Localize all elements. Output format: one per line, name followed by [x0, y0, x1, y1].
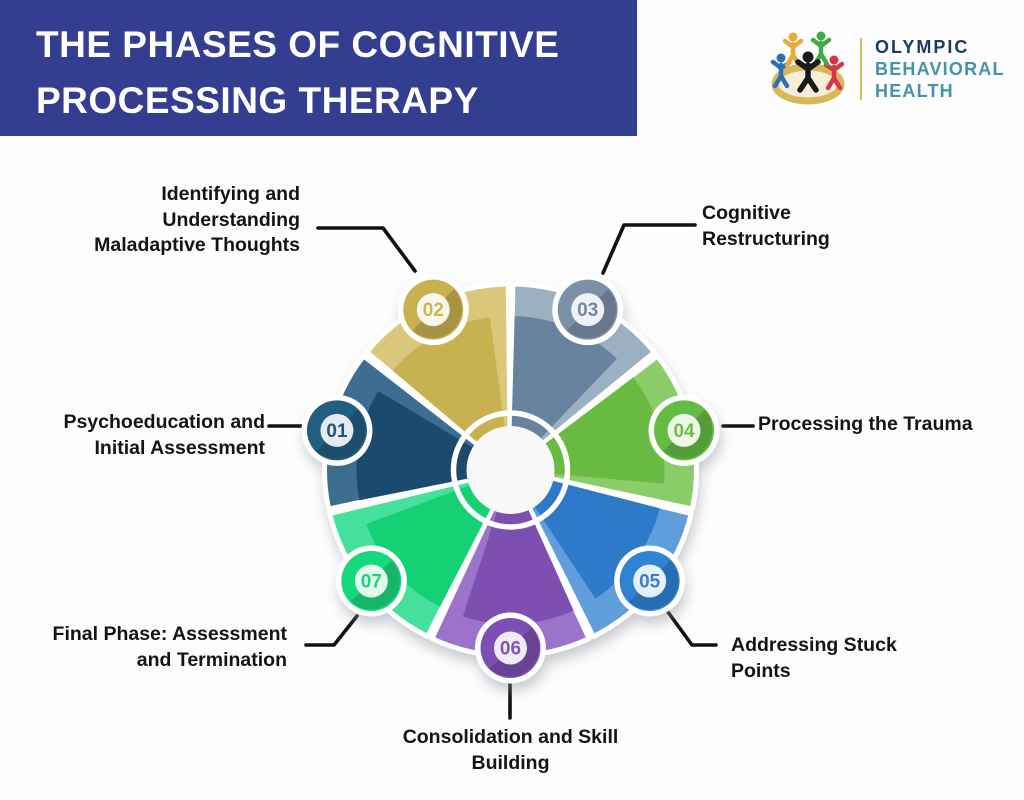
phase-badge-07: 07: [335, 545, 407, 617]
phase-label-07: Final Phase: Assessment and Termination: [52, 623, 287, 671]
phase-number-01: 01: [326, 421, 348, 442]
wheel: 01 02 03 04 05 06 07: [301, 274, 720, 684]
center-circle: [466, 426, 555, 514]
logo-wordmark: OLYMPIC BEHAVIORAL HEALTH: [875, 36, 1005, 102]
phase-number-07: 07: [361, 571, 382, 592]
phase-badge-04: 04: [648, 394, 720, 466]
center-ring: [450, 410, 571, 530]
phase-badge-06: 06: [475, 612, 546, 684]
phase-number-03: 03: [577, 300, 598, 321]
phase-number-02: 02: [423, 300, 444, 321]
connector-line-07: [304, 614, 359, 647]
phase-label-01: Psychoeducation and Initial Assessment: [63, 411, 265, 459]
phase-label-05: Addressing Stuck Points: [731, 634, 897, 682]
logo-word-behavioral: BEHAVIORAL: [875, 59, 1005, 79]
logo-word-health: HEALTH: [875, 81, 954, 101]
phase-number-06: 06: [500, 639, 521, 660]
connector-line-05: [663, 606, 718, 647]
wedge-inner-03: [511, 316, 617, 449]
phase-badge-03: 03: [552, 274, 624, 346]
wedge-inner-02: [392, 317, 507, 451]
connector-line-03: [601, 223, 697, 275]
logo-word-olympic: OLYMPIC: [875, 37, 970, 57]
phase-number-04: 04: [673, 421, 695, 442]
connector-line-02: [316, 226, 417, 273]
logo-divider: [860, 38, 862, 100]
wedge-inner-06: [462, 497, 574, 625]
connector-lines: [267, 223, 755, 720]
header-banner: THE PHASES OF COGNITIVE PROCESSING THERA…: [0, 0, 637, 136]
phase-badge-02: 02: [397, 274, 469, 346]
phase-label-06: Consolidation and Skill Building: [402, 726, 619, 774]
page-title: THE PHASES OF COGNITIVE PROCESSING THERA…: [36, 24, 560, 121]
phase-number-05: 05: [639, 571, 661, 592]
phase-badge-01: 01: [301, 394, 373, 466]
phase-badge-05: 05: [614, 545, 686, 617]
olympic-behavioral-health-logo: OLYMPIC BEHAVIORAL HEALTH: [764, 24, 1005, 114]
phase-label-02: Identifying and Understanding Maladaptiv…: [94, 183, 300, 256]
people-circle-icon: [770, 31, 845, 105]
phase-label-04: Processing the Trauma: [758, 413, 973, 435]
phase-label-03: Cognitive Restructuring: [702, 202, 830, 250]
